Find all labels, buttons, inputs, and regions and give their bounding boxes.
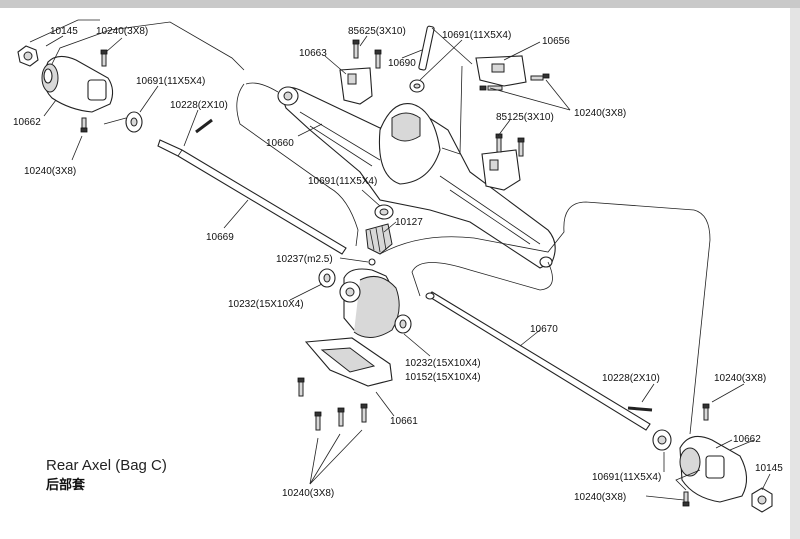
- label-10228-a: 10228(2X10): [170, 100, 228, 111]
- label-10669: 10669: [206, 232, 234, 243]
- bearing-right: [652, 429, 672, 451]
- label-10240-d: 10240(3X8): [714, 373, 766, 384]
- label-85625: 85625(3X10): [348, 26, 406, 37]
- label-10228-b: 10228(2X10): [602, 373, 660, 384]
- label-10660: 10660: [266, 138, 294, 149]
- label-10232-a: 10232(15X10X4): [228, 299, 304, 310]
- label-10691-b: 10691(11X5X4): [442, 30, 511, 41]
- label-10240-b: 10240(3X8): [24, 166, 76, 177]
- label-10691-a: 10691(11X5X4): [136, 76, 205, 87]
- label-10662-right: 10662: [733, 434, 761, 445]
- right-scroll-gutter: [790, 8, 800, 539]
- label-10662-left: 10662: [13, 117, 41, 128]
- left-axle-shaft: [157, 139, 347, 255]
- pin-right: [627, 406, 653, 412]
- label-10232-b: 10232(15X10X4): [405, 358, 481, 369]
- top-bracket: [475, 55, 527, 87]
- label-85125: 85125(3X10): [496, 112, 554, 123]
- label-10240-e: 10240(3X8): [574, 492, 626, 503]
- screw-right-bottom: [682, 491, 690, 507]
- screw-left-top: [100, 49, 108, 67]
- label-10691-c: 10691(11X5X4): [308, 176, 377, 187]
- bearing-pinion: [374, 204, 394, 220]
- screw-right-top: [702, 403, 710, 421]
- axle-housing: [277, 86, 556, 269]
- bearing-diff-left: [318, 268, 336, 288]
- screws-cover: [297, 377, 368, 431]
- hub-carrier-right: [679, 435, 748, 503]
- small-nut: [368, 258, 376, 266]
- pin-left: [195, 118, 213, 134]
- diagram-title-chinese: 后部套: [46, 477, 86, 493]
- label-10691-d: 10691(11X5X4): [592, 472, 661, 483]
- top-border-bar: [0, 0, 800, 8]
- label-10152: 10152(15X10X4): [405, 372, 481, 383]
- pinion-gear: [365, 223, 393, 255]
- differential-ring-gear: [339, 268, 400, 338]
- label-10237: 10237(m2.5): [276, 254, 333, 265]
- assembly-guide-lines: [29, 19, 755, 491]
- bearing-left: [125, 111, 143, 133]
- label-10663: 10663: [299, 48, 327, 59]
- link-mount-right: [481, 149, 521, 191]
- label-10240-f: 10240(3X8): [282, 488, 334, 499]
- label-10127: 10127: [395, 217, 423, 228]
- label-10145-bottom-right: 10145: [755, 463, 783, 474]
- diagram-title: Rear Axel (Bag C): [46, 457, 167, 474]
- hub-carrier-left: [41, 55, 114, 113]
- screw-left-bottom: [80, 117, 88, 133]
- bearing-diff-right: [394, 314, 412, 334]
- diff-cover: [304, 337, 393, 387]
- label-10661: 10661: [390, 416, 418, 427]
- right-axle-shaft: [425, 291, 651, 431]
- label-10240-a: 10240(3X8): [96, 26, 148, 37]
- hex-nut-left: [17, 45, 39, 67]
- leader-lines: [43, 35, 771, 501]
- screws-top-center: [352, 39, 550, 157]
- hex-nut-right: [751, 487, 773, 513]
- upper-pin: [418, 25, 435, 71]
- link-mount-left: [339, 67, 373, 105]
- label-10656: 10656: [542, 36, 570, 47]
- label-10690: 10690: [388, 58, 416, 69]
- bearing-upper-center: [409, 79, 425, 93]
- label-10145-top-left: 10145: [50, 26, 78, 37]
- label-10240-c: 10240(3X8): [574, 108, 626, 119]
- label-10670: 10670: [530, 324, 558, 335]
